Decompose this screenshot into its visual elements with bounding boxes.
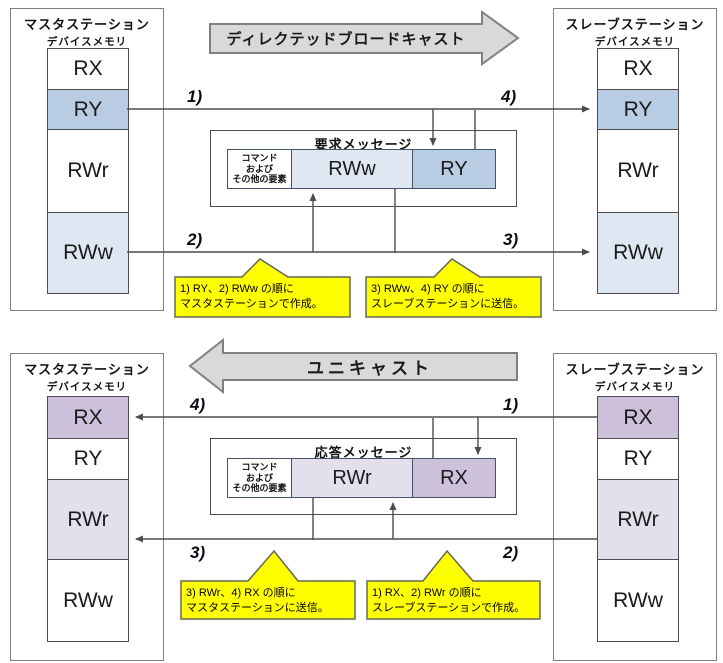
- request-message-fields: コマンド および その他の要素 RWw RY: [227, 149, 496, 189]
- step-label-3: 3): [503, 230, 519, 249]
- callout-bottom-left: 3) RWr、4) RX の順に マスタステーションに送信。: [181, 581, 358, 615]
- callout-line: マスタステーションに送信。: [186, 601, 329, 614]
- bottom-slave-station-subtitle: デバイスメモリ: [594, 381, 676, 393]
- callout-top-right: 3) RWw、4) RY の順に スレーブステーションに送信。: [366, 277, 544, 311]
- callout-line: 3) RWw、4) RY の順に: [371, 283, 485, 295]
- command-line: その他の要素: [232, 174, 287, 185]
- memory-cell-rww: RWw: [48, 559, 128, 641]
- step-label-4: 4): [190, 395, 206, 414]
- callout-bottom-right: 1) RX、2) RWr の順に スレーブステーションで作成。: [367, 581, 543, 615]
- memory-cell-rww: RWw: [598, 212, 678, 293]
- memory-cell-ry: RY: [48, 89, 128, 129]
- memory-cell-rwr: RWr: [598, 479, 678, 559]
- memory-cell-rwr: RWr: [48, 479, 128, 559]
- memory-cell-ry: RY: [48, 438, 128, 479]
- callout-top-left: 1) RY、2) RWw の順に マスタステーションで作成。: [175, 277, 353, 311]
- bottom-master-station-subtitle: デバイスメモリ: [46, 381, 128, 393]
- command-line: コマンド: [241, 462, 278, 473]
- response-message-title: 応答メッセージ: [314, 445, 413, 460]
- bottom-master-memory-column: RX RY RWr RWw: [47, 396, 129, 642]
- top-master-station-title: マスタステーション: [24, 17, 150, 32]
- memory-cell-ry: RY: [598, 438, 678, 479]
- command-line: コマンド: [241, 153, 278, 164]
- message-field-rww: RWw: [292, 149, 413, 189]
- callout-line: 1) RY、2) RWw の順に: [180, 283, 294, 295]
- step-label-2: 2): [187, 230, 203, 249]
- command-cell: コマンド および その他の要素: [227, 149, 292, 189]
- message-field-rx: RX: [413, 458, 496, 498]
- request-message-title: 要求メッセージ: [314, 137, 413, 152]
- memory-cell-rwr: RWr: [598, 129, 678, 212]
- memory-cell-rx: RX: [48, 397, 128, 438]
- memory-cell-rx: RX: [48, 49, 128, 89]
- step-label-1: 1): [503, 395, 519, 414]
- step-label-4: 4): [501, 87, 517, 106]
- memory-cell-rww: RWw: [48, 212, 128, 293]
- top-slave-memory-column: RX RY RWr RWw: [597, 48, 679, 294]
- message-field-rwr: RWr: [292, 458, 413, 498]
- command-line: および: [245, 472, 273, 483]
- callout-line: スレーブステーションで作成。: [372, 601, 526, 614]
- directed-broadcast-label: ディレクテッドブロードキャスト: [226, 31, 466, 48]
- memory-cell-rx: RX: [598, 49, 678, 89]
- callout-line: 3) RWr、4) RX の順に: [186, 587, 296, 599]
- memory-cell-rww: RWw: [598, 559, 678, 641]
- step-label-2: 2): [503, 543, 519, 562]
- top-slave-station-subtitle: デバイスメモリ: [594, 36, 676, 48]
- memory-cell-ry: RY: [598, 89, 678, 129]
- step-label-3: 3): [190, 543, 206, 562]
- command-line: その他の要素: [232, 483, 287, 494]
- response-message-fields: コマンド および その他の要素 RWr RX: [227, 458, 496, 498]
- bottom-slave-memory-column: RX RY RWr RWw: [597, 396, 679, 642]
- message-field-ry: RY: [413, 149, 496, 189]
- memory-cell-rx: RX: [598, 397, 678, 438]
- callout-line: スレーブステーションに送信。: [371, 297, 525, 310]
- command-cell: コマンド および その他の要素: [227, 458, 292, 498]
- bottom-slave-station-title: スレーブステーション: [565, 362, 705, 377]
- callout-line: 1) RX、2) RWr の順に: [372, 587, 482, 599]
- command-line: および: [245, 163, 273, 174]
- top-master-memory-column: RX RY RWr RWw: [47, 48, 129, 294]
- top-slave-station-title: スレーブステーション: [565, 17, 705, 32]
- unicast-label: ユニキャスト: [307, 359, 433, 378]
- callout-line: マスタステーションで作成。: [180, 297, 323, 310]
- top-master-station-subtitle: デバイスメモリ: [46, 36, 128, 48]
- bottom-master-station-title: マスタステーション: [24, 362, 150, 377]
- step-label-1: 1): [187, 87, 203, 106]
- memory-cell-rwr: RWr: [48, 129, 128, 212]
